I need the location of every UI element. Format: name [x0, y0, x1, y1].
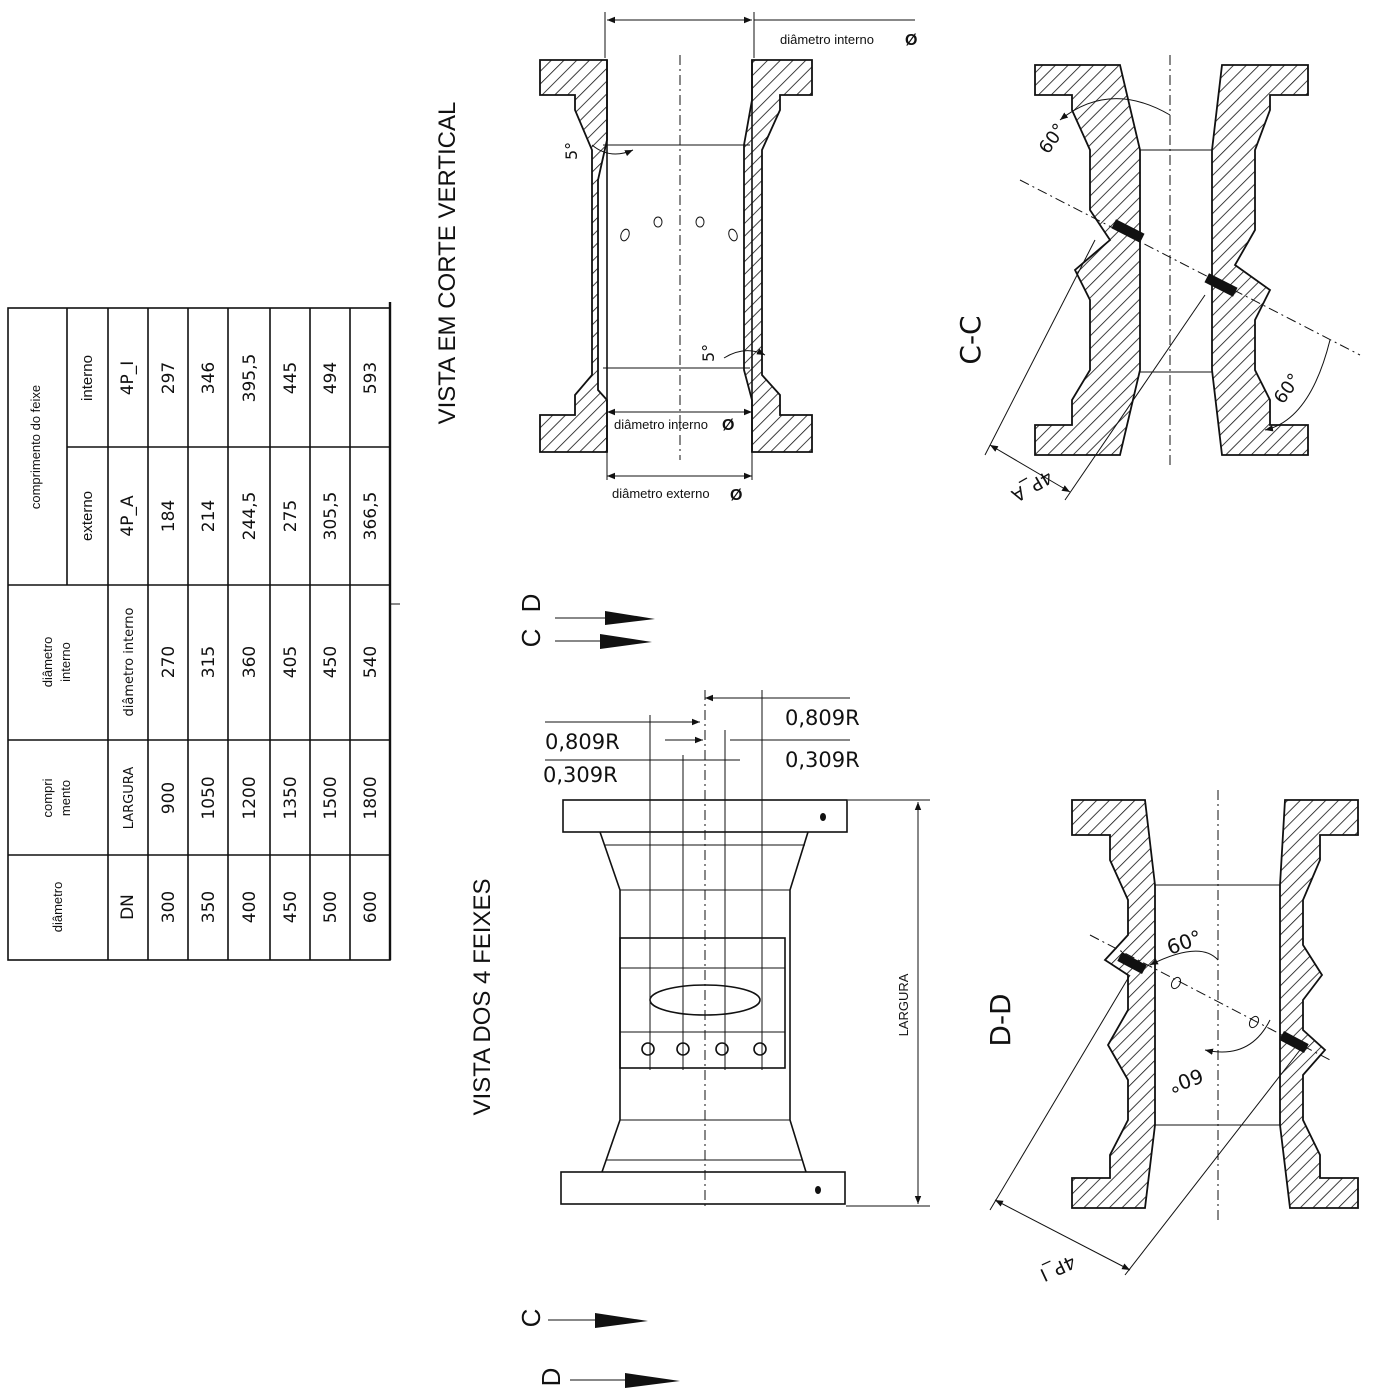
table-cell: 244,5	[240, 492, 260, 541]
table-cell: 346	[199, 362, 219, 394]
section-dd-view: 60° 60° 4P_I D-D	[984, 790, 1359, 1285]
arrow-label-d-bottom: D	[536, 1368, 566, 1387]
table-cell: 270	[159, 646, 179, 678]
four-beams-view: 0,809R 0,809R 0,309R 0,309R LARGURA	[543, 690, 930, 1210]
table-cell: 350	[199, 891, 219, 923]
label-sixty-deg-dd-bottom: 60°	[1165, 1063, 1207, 1098]
title-corte-vertical: VISTA EM CORTE VERTICAL	[434, 102, 461, 425]
vertical-section-view: diâmetro interno Ø diâmetro interno Ø di…	[539, 12, 917, 504]
phi-symbol-mid: Ø	[722, 417, 734, 434]
table-cell: 366,5	[361, 492, 381, 541]
label-section-cc: C-C	[954, 315, 987, 364]
table-cell: 450	[321, 646, 341, 678]
label-five-deg-top: 5°	[562, 142, 581, 160]
table-subheader-cell: DN	[118, 894, 138, 920]
table-cell: 405	[281, 646, 301, 678]
title-vista-feixes: VISTA DOS 4 FEIXES	[469, 879, 496, 1116]
table-cell: 445	[281, 362, 301, 394]
table-subheader-cell: 4P_I	[118, 361, 138, 396]
section-arrows-bottom: C D	[516, 1309, 680, 1388]
table-cell: 1500	[321, 776, 341, 819]
table-cell: 395,5	[240, 354, 260, 403]
section-arrows-middle: C D	[516, 594, 655, 649]
phi-symbol-bottom: Ø	[730, 487, 742, 504]
table-subheader-cell: diâmetro interno	[122, 607, 137, 716]
table-cell: 593	[361, 362, 381, 394]
label-sixty-deg-cc-top: 60°	[1035, 120, 1071, 158]
table-cell: 297	[159, 362, 179, 394]
arrow-label-c: C	[516, 629, 546, 648]
arrow-label-d: D	[516, 594, 546, 613]
label-r809-right: 0,809R	[785, 706, 860, 730]
table-subheader-cell: LARGURA	[122, 767, 137, 830]
table-cell: 1350	[281, 776, 301, 819]
table-cell: 1200	[240, 776, 260, 819]
dimension-table: comprimento do feixe externo interno diâ…	[7, 302, 400, 961]
label-diametro-interno-top: diâmetro interno	[780, 32, 874, 47]
table-cell: 900	[159, 782, 179, 814]
table-cell: 275	[281, 500, 301, 532]
header-comprimento-feixe: comprimento do feixe	[28, 385, 43, 509]
table-cell: 360	[240, 646, 260, 678]
table-cell: 184	[159, 500, 179, 532]
table-cell: 450	[281, 891, 301, 923]
label-diametro-interno-bottom: diâmetro interno	[614, 417, 708, 432]
header-comprimento: compri mento	[40, 778, 73, 817]
svg-text:mento: mento	[58, 780, 73, 816]
label-section-dd: D-D	[984, 993, 1017, 1046]
label-4pa: 4P_A	[1007, 466, 1056, 506]
table-cell: 300	[159, 891, 179, 923]
svg-text:diâmetro: diâmetro	[40, 637, 55, 688]
label-r309-right: 0,309R	[785, 748, 860, 772]
table-cell: 305,5	[321, 492, 341, 541]
table-subheader-cell: 4P_A	[118, 495, 138, 537]
label-sixty-deg-dd-top: 60°	[1164, 925, 1206, 960]
table-cell: 400	[240, 891, 260, 923]
label-diametro-externo: diâmetro externo	[612, 486, 710, 501]
label-r309-left: 0,309R	[543, 763, 618, 787]
label-largura: LARGURA	[896, 973, 911, 1036]
table-cell: 600	[361, 891, 381, 923]
svg-text:compri: compri	[40, 778, 55, 817]
table-cell: 1800	[361, 776, 381, 819]
table-subheader-row: DN LARGURA diâmetro interno 4P_A 4P_I	[118, 361, 138, 920]
table-cell: 500	[321, 891, 341, 923]
table-cell: 214	[199, 500, 219, 532]
header-externo: externo	[79, 491, 96, 541]
table-cell: 494	[321, 362, 341, 394]
table-rows: 300 900 270 184 297 350 1050 315 214 346 400 1200 36…	[159, 354, 381, 924]
header-diametro-interno: diâmetro interno	[40, 637, 73, 688]
svg-text:interno: interno	[58, 642, 73, 682]
table-cell: 315	[199, 646, 219, 678]
arrow-label-c-bottom: C	[516, 1309, 546, 1328]
header-interno: interno	[79, 355, 96, 401]
label-sixty-deg-cc-bottom: 60°	[1270, 370, 1306, 408]
table-cell: 540	[361, 646, 381, 678]
header-diametro: diâmetro	[50, 882, 65, 933]
label-4pi: 4P_I	[1037, 1250, 1079, 1285]
table-cell: 1050	[199, 776, 219, 819]
section-cc-view: 60° 60° 4P_A C-C	[954, 55, 1361, 506]
label-r809-left: 0,809R	[545, 730, 620, 754]
phi-symbol-top: Ø	[905, 32, 917, 49]
label-five-deg-bottom: 5°	[699, 344, 718, 362]
